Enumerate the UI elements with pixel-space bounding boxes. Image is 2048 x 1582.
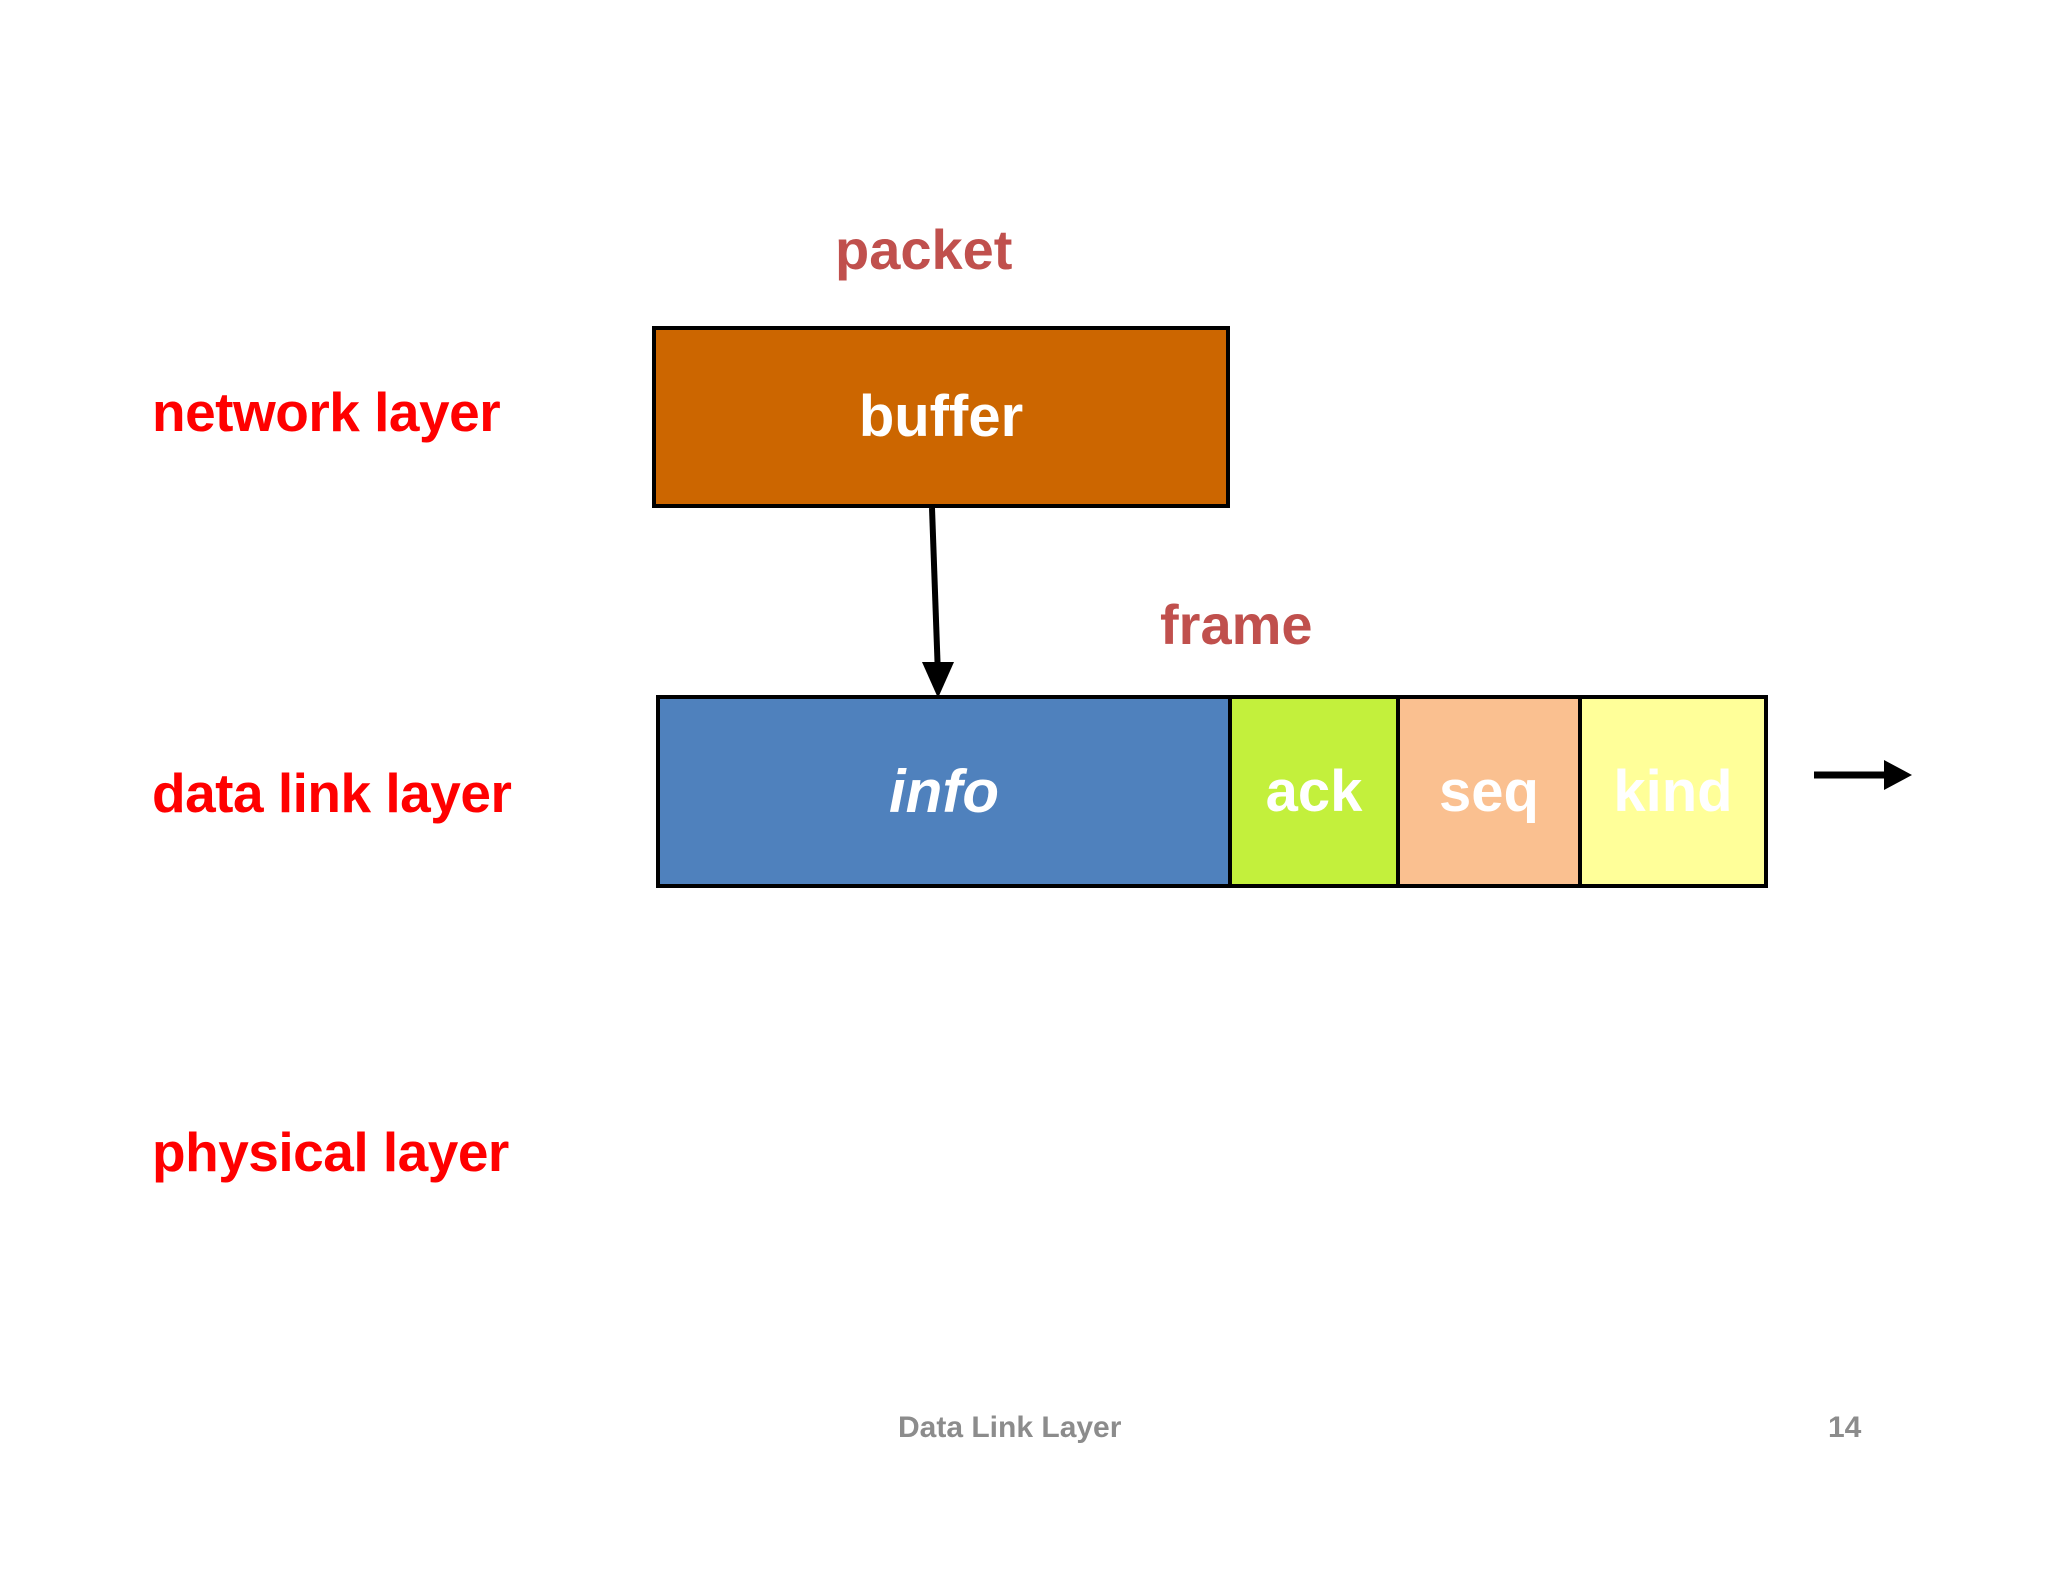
frame-row: info ack seq kind: [656, 695, 1768, 888]
layer-label-physical-layer: physical layer: [152, 1121, 509, 1183]
layer-label-data-link-layer: data link layer: [152, 762, 512, 824]
arrow-buffer-to-frame-icon: [922, 507, 954, 698]
buffer-box: buffer: [652, 326, 1230, 508]
layer-label-network-layer: network layer: [152, 381, 501, 443]
caption-frame: frame: [1160, 593, 1313, 656]
frame-field-seq-label: seq: [1439, 758, 1539, 824]
caption-packet: packet: [835, 218, 1013, 281]
frame-field-info-label: info: [889, 757, 999, 825]
frame-field-kind-label: kind: [1613, 758, 1733, 824]
buffer-box-label: buffer: [858, 384, 1024, 449]
frame-field-kind: kind: [1578, 695, 1768, 888]
arrow-frame-transmit-right-icon: [1814, 760, 1912, 790]
frame-field-info: info: [656, 695, 1232, 888]
footer-page-number: 14: [1828, 1411, 1862, 1444]
frame-field-ack: ack: [1228, 695, 1400, 888]
frame-field-ack-label: ack: [1265, 758, 1363, 824]
footer-title: Data Link Layer: [898, 1411, 1122, 1444]
frame-field-seq: seq: [1396, 695, 1582, 888]
